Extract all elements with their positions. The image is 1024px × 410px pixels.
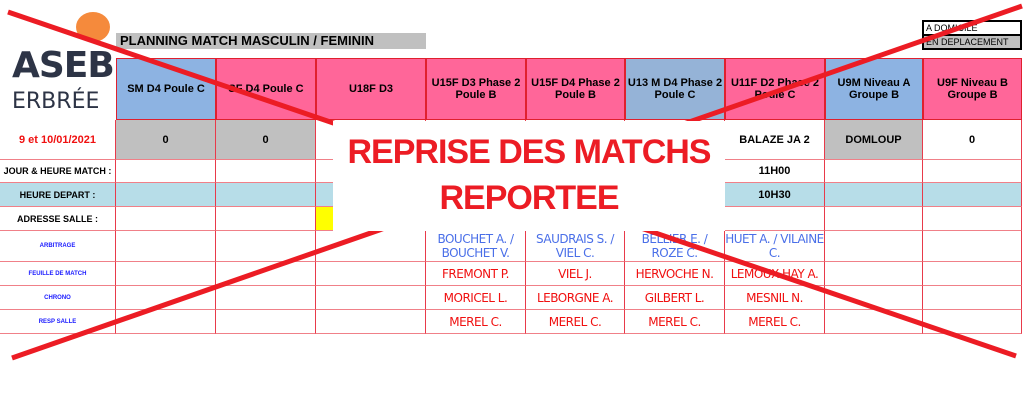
referee-cell [923,231,1022,262]
row-label-chrono: CHRONO [0,286,116,310]
column-header: U13 M D4 Phase 2 Poule C [625,58,725,120]
hall-manager-cell [216,310,316,334]
referee-cell: HUET A. / VILAINE C. [725,231,825,262]
departure-time-cell [825,183,923,207]
address-cell [216,207,316,231]
column-header: U9F Niveau B Groupe B [923,58,1022,120]
scoresheet-cell: FREMONT P. [426,262,526,286]
date-label: 9 et 10/01/2021 [0,120,116,160]
legend-away: EN DEPLACEMENT [924,36,1020,48]
logo: ASEB ERBRÉE [10,10,115,115]
referee-cell [316,231,426,262]
row-label-adresse: ADRESSE SALLE : [0,207,116,231]
scoresheet-cell [825,262,923,286]
highlight-marker [316,207,333,230]
logo-subtext: ERBRÉE [12,89,100,114]
hall-manager-cell: MEREL C. [426,310,526,334]
hall-manager-cell [316,310,426,334]
scoresheet-cell [216,262,316,286]
hall-manager-cell [923,310,1022,334]
match-time-cell [116,160,216,183]
opponent-cell: DOMLOUP [825,120,923,160]
banner-line-1: REPRISE DES MATCHS [347,133,712,171]
referee-cell: BOUCHET A. / BOUCHET V. [426,231,526,262]
page-title: PLANNING MATCH MASCULIN / FEMININ [116,33,426,49]
match-time-cell [923,160,1022,183]
address-cell [825,207,923,231]
departure-time-cell [923,183,1022,207]
row-label-jour: JOUR & HEURE MATCH : [0,160,116,183]
referee-cell [216,231,316,262]
timer-cell: LEBORGNE A. [526,286,625,310]
departure-time-cell: 10H30 [725,183,825,207]
hall-manager-cell [116,310,216,334]
address-cell [116,207,216,231]
row-label-feuille: FEUILLE DE MATCH [0,262,116,286]
row-label-arbitrage: ARBITRAGE [0,231,116,262]
departure-time-cell [116,183,216,207]
timer-cell [923,286,1022,310]
timer-cell [216,286,316,310]
timer-cell: MORICEL L. [426,286,526,310]
address-cell [923,207,1022,231]
scoresheet-cell: VIEL J. [526,262,625,286]
referee-cell [825,231,923,262]
hall-manager-cell: MEREL C. [526,310,625,334]
referee-cell: SAUDRAIS S. / VIEL C. [526,231,625,262]
scoresheet-cell [316,262,426,286]
opponent-cell: 0 [116,120,216,160]
timer-cell [116,286,216,310]
column-header: SM D4 Poule C [116,58,216,120]
hall-manager-cell: MEREL C. [725,310,825,334]
column-header: U18F D3 [316,58,426,120]
departure-time-cell [216,183,316,207]
referee-cell [116,231,216,262]
scoresheet-cell: HERVOCHE N. [625,262,725,286]
column-header: U15F D4 Phase 2 Poule B [526,58,625,120]
opponent-cell: 0 [923,120,1022,160]
timer-cell [316,286,426,310]
row-label-depart: HEURE DEPART : [0,183,116,207]
logo-text: ASEB [12,45,115,86]
timer-cell: GILBERT L. [625,286,725,310]
address-cell [725,207,825,231]
match-time-cell: 11H00 [725,160,825,183]
banner-line-2: REPORTEE [439,179,619,217]
hall-manager-cell: MEREL C. [625,310,725,334]
timer-cell: MESNIL N. [725,286,825,310]
postponed-banner: REPRISE DES MATCHS REPORTEE [333,121,725,231]
opponent-cell: 0 [216,120,316,160]
match-time-cell [216,160,316,183]
match-time-cell [825,160,923,183]
column-header: U15F D3 Phase 2 Poule B [426,58,526,120]
opponent-cell: BALAZE JA 2 [725,120,825,160]
scoresheet-cell [923,262,1022,286]
scoresheet-cell [116,262,216,286]
